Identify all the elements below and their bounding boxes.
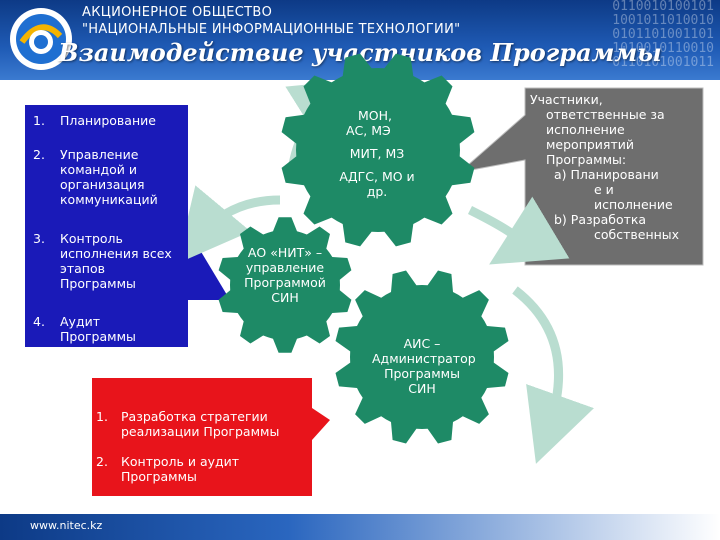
company-name-line1: АКЦИОНЕРНОЕ ОБЩЕСТВО	[82, 5, 273, 20]
list-number: 1.	[96, 409, 108, 424]
callout-line: е и	[594, 182, 614, 197]
list-text: Планирование	[60, 113, 156, 128]
gear-label-line: Программы	[384, 366, 460, 381]
list-number: 2.	[96, 454, 108, 469]
bottom-box-shape	[92, 378, 330, 496]
list-number: 3.	[33, 231, 45, 246]
header-banner: 0110010100101 1001011010010 010110100110…	[0, 0, 720, 80]
callout-line: Программы:	[546, 152, 627, 167]
list-text: Контроль исполнения всех этапов Программ…	[60, 231, 172, 291]
right-curved-arrow	[467, 196, 570, 265]
gear-shape	[218, 217, 352, 353]
callout-sub-label: b)	[554, 212, 567, 227]
gear-shape	[281, 53, 475, 247]
participants-callout-text: Участники, ответственные за исполнение м…	[530, 92, 690, 242]
gear-label-line: управление	[245, 260, 325, 275]
gear-middle-label: АО «НИТ» – управление Программой СИН	[230, 245, 340, 305]
left-box-item: 1. Планирование	[33, 113, 183, 128]
callout-line: Участники,	[530, 92, 603, 107]
gear-label-line: СИН	[271, 290, 299, 305]
callout-line: ответственные за	[546, 107, 665, 122]
callout-sub-text: Разработка	[570, 212, 647, 227]
company-logo-icon	[10, 8, 72, 70]
gear-label-line: СИН	[408, 381, 436, 396]
left-box-item: 2. Управление командой и организация комм…	[33, 147, 183, 207]
gear-label-line: МОН,	[358, 108, 392, 123]
gear-label-line: АО «НИТ» –	[247, 245, 323, 260]
list-text: Контроль и аудит Программы	[121, 454, 240, 484]
left-curved-arrow	[176, 185, 281, 264]
bottom-box-item: 1. Разработка стратегии реализации Програ…	[96, 409, 306, 439]
callout-line: собственных	[594, 227, 680, 242]
left-box-item: 4. Аудит Программы	[33, 314, 183, 344]
callout-sub-label: a)	[554, 167, 567, 182]
bottom-responsibilities-text: 1. Разработка стратегии реализации Програ…	[96, 409, 306, 499]
bottom-curved-arrow	[512, 286, 594, 464]
list-number: 1.	[33, 113, 45, 128]
list-text: Разработка стратегии реализации Программ…	[121, 409, 280, 439]
gear-label-line: МИТ, МЗ	[349, 146, 405, 161]
gear-label-line: АИС –	[403, 336, 441, 351]
callout-line: исполнение	[594, 197, 673, 212]
bottom-box-item: 2. Контроль и аудит Программы	[96, 454, 306, 484]
gear-shape	[335, 270, 509, 444]
gear-top-label: МОН, АС, МЭ МИТ, МЗ АДГС, МО и др.	[322, 108, 432, 199]
callout-line: мероприятий	[546, 137, 634, 152]
callout-line: исполнение	[546, 122, 625, 137]
binary-decoration: 0110010100101 1001011010010 010110100110…	[612, 0, 714, 70]
callout-sub-text: Планировани	[570, 167, 659, 182]
gear-middle	[218, 217, 352, 353]
gear-bottom-label: АИС – Администратор Программы СИН	[372, 336, 476, 396]
list-number: 4.	[33, 314, 45, 329]
gear-label-line: Администратор	[372, 351, 476, 366]
list-text: Управление командой и организация коммун…	[60, 147, 158, 207]
gear-label-line: Программой	[244, 275, 326, 290]
company-name-line2: "НАЦИОНАЛЬНЫЕ ИНФОРМАЦИОННЫЕ ТЕХНОЛОГИИ"	[82, 22, 461, 37]
gear-top	[281, 53, 475, 247]
list-text: Аудит Программы	[60, 314, 136, 344]
gear-label-line: др.	[366, 184, 388, 199]
left-box-item: 3. Контроль исполнения всех этапов Програ…	[33, 231, 183, 291]
list-number: 2.	[33, 147, 45, 162]
footer-url[interactable]: www.nitec.kz	[30, 519, 103, 532]
footer-bar: www.nitec.kz	[0, 514, 720, 540]
gear-label-line: АС, МЭ	[346, 123, 391, 138]
gear-label-line: АДГС, МО и	[339, 169, 415, 184]
gear-bottom	[335, 270, 509, 444]
left-responsibilities-box: 1. Планирование 2. Управление командой и о…	[25, 105, 188, 347]
